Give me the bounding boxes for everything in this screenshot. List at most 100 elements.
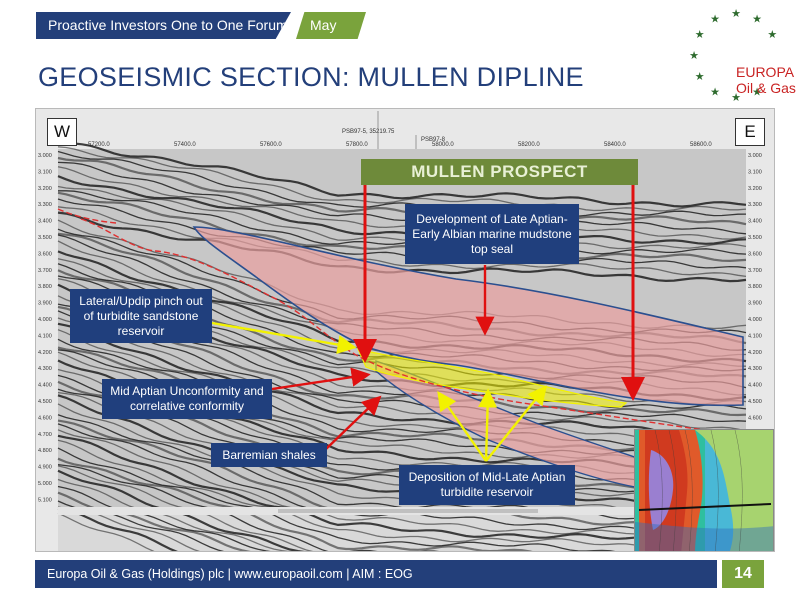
reflector-line	[57, 439, 708, 551]
logo-text: EUROPA Oil & Gas	[736, 64, 796, 96]
left-axis-tick-label: 3.400	[38, 219, 52, 225]
left-axis-strip	[36, 149, 58, 551]
logo-star: ★	[752, 14, 762, 26]
right-axis-tick-label: 3.100	[748, 169, 762, 175]
right-axis-tick-label: 3.000	[748, 153, 762, 159]
left-axis-tick-label: 4.400	[38, 383, 52, 389]
reflector-line	[57, 429, 747, 541]
top-axis-tick-label: 57200.0	[88, 142, 110, 148]
right-axis-tick-label: 3.900	[748, 301, 762, 307]
right-axis-tick-label: 3.200	[748, 186, 762, 192]
reflector-line	[57, 146, 747, 212]
logo-line-1: EUROPA	[736, 64, 795, 80]
europa-star-logo: ★★★★★★★★★★	[689, 8, 777, 104]
reflector-line	[57, 491, 251, 551]
top-axis-tick-label: 58000.0	[432, 142, 454, 148]
turbidite-reservoir-callout: Deposition of Mid-Late Aptian turbidite …	[399, 465, 575, 505]
top-axis-tick-label: 58200.0	[518, 142, 540, 148]
top-axis-tick-label: 57400.0	[174, 142, 196, 148]
slide-title: GEOSEISMIC SECTION: MULLEN DIPLINE	[38, 62, 584, 92]
left-axis-tick-label: 4.000	[38, 317, 52, 323]
right-axis-tick-label: 4.200	[748, 350, 762, 356]
left-axis-tick-label: 4.300	[38, 366, 52, 372]
right-axis-tick-label: 3.600	[748, 251, 762, 257]
left-axis-tick-label: 3.300	[38, 202, 52, 208]
left-axis-tick-label: 3.900	[38, 301, 52, 307]
logo-line-2: Oil & Gas	[736, 80, 796, 96]
unconformity-arrow	[271, 367, 371, 391]
reflector-line	[57, 161, 747, 235]
marker-label-1: PSB97-5, 35219.75	[342, 129, 395, 135]
left-axis-tick-label: 5.100	[38, 497, 52, 503]
pinch-out-arrow	[211, 321, 357, 355]
right-axis-tick-label: 4.000	[748, 317, 762, 323]
reflector-line	[57, 465, 314, 551]
logo-star: ★	[731, 92, 741, 104]
right-axis-tick-label: 3.300	[748, 202, 762, 208]
left-axis-tick-label: 3.600	[38, 251, 52, 257]
barremian-shales-callout: Barremian shales	[211, 443, 327, 467]
right-axis-tick-label: 4.400	[748, 383, 762, 389]
date-tab: May 2013	[296, 12, 366, 39]
pinch-out-callout: Lateral/Updip pinch out of turbidite san…	[70, 289, 212, 343]
left-axis-tick-label: 5.000	[38, 481, 52, 487]
right-axis-tick-label: 4.100	[748, 333, 762, 339]
reflector-line	[57, 156, 747, 226]
right-axis-tick-label: 4.600	[748, 415, 762, 421]
shales-arrow	[325, 395, 382, 450]
inset-map-graphic	[635, 430, 773, 551]
reflector-line	[57, 485, 271, 551]
left-axis-tick-label: 3.500	[38, 235, 52, 241]
logo-star: ★	[710, 86, 720, 98]
reflector-line	[57, 478, 290, 551]
forum-title-tab: Proactive Investors One to One Forum	[36, 12, 291, 39]
west-marker: W	[47, 118, 77, 146]
mullen-prospect-label: MULLEN PROSPECT	[361, 159, 638, 185]
logo-star: ★	[689, 50, 699, 62]
left-axis-tick-label: 3.000	[38, 153, 52, 159]
right-axis-tick-label: 3.400	[748, 219, 762, 225]
top-axis-tick-label: 57800.0	[346, 142, 368, 148]
left-axis-tick-label: 4.100	[38, 333, 52, 339]
reflector-line	[57, 434, 747, 551]
reflector-line	[57, 507, 178, 551]
left-axis-tick-label: 3.800	[38, 284, 52, 290]
inset-section-line	[638, 503, 772, 511]
reflector-line	[57, 457, 533, 551]
reflector-line	[57, 463, 440, 551]
reflector-line	[57, 317, 747, 432]
footer-bar: Europa Oil & Gas (Holdings) plc | www.eu…	[35, 560, 717, 588]
reflector-line	[57, 140, 747, 208]
reflector-line	[57, 447, 616, 551]
right-axis-tick-label: 3.800	[748, 284, 762, 290]
unconformity-line	[80, 218, 744, 436]
sea-floor-line	[57, 208, 117, 224]
unconformity-callout: Mid Aptian Unconformity and correlative …	[102, 379, 272, 419]
reservoir-arrow-3	[485, 385, 548, 462]
left-axis-tick-label: 4.500	[38, 399, 52, 405]
reservoir-arrow-2	[477, 388, 498, 462]
right-axis-tick-label: 3.700	[748, 268, 762, 274]
logo-star: ★	[752, 86, 762, 98]
right-axis-tick-label: 4.500	[748, 399, 762, 405]
right-axis-tick-label: 3.500	[748, 235, 762, 241]
inset-depth-map	[634, 429, 774, 551]
logo-star: ★	[695, 71, 705, 83]
reflector-line	[57, 322, 747, 440]
left-axis-tick-label: 4.900	[38, 465, 52, 471]
reflector-line	[57, 346, 747, 454]
top-axis-tick-label: 58600.0	[690, 142, 712, 148]
logo-star: ★	[695, 29, 705, 41]
page-number: 14	[722, 560, 764, 588]
logo-star: ★	[710, 14, 720, 26]
scroll-thumb	[278, 509, 538, 513]
left-axis-tick-label: 3.200	[38, 186, 52, 192]
left-axis-tick-label: 3.700	[38, 268, 52, 274]
reflector-line	[57, 338, 747, 447]
left-axis-tick-label: 4.800	[38, 448, 52, 454]
top-axis-tick-label: 58400.0	[604, 142, 626, 148]
reflector-line	[57, 198, 747, 269]
reflector-line	[57, 150, 747, 217]
